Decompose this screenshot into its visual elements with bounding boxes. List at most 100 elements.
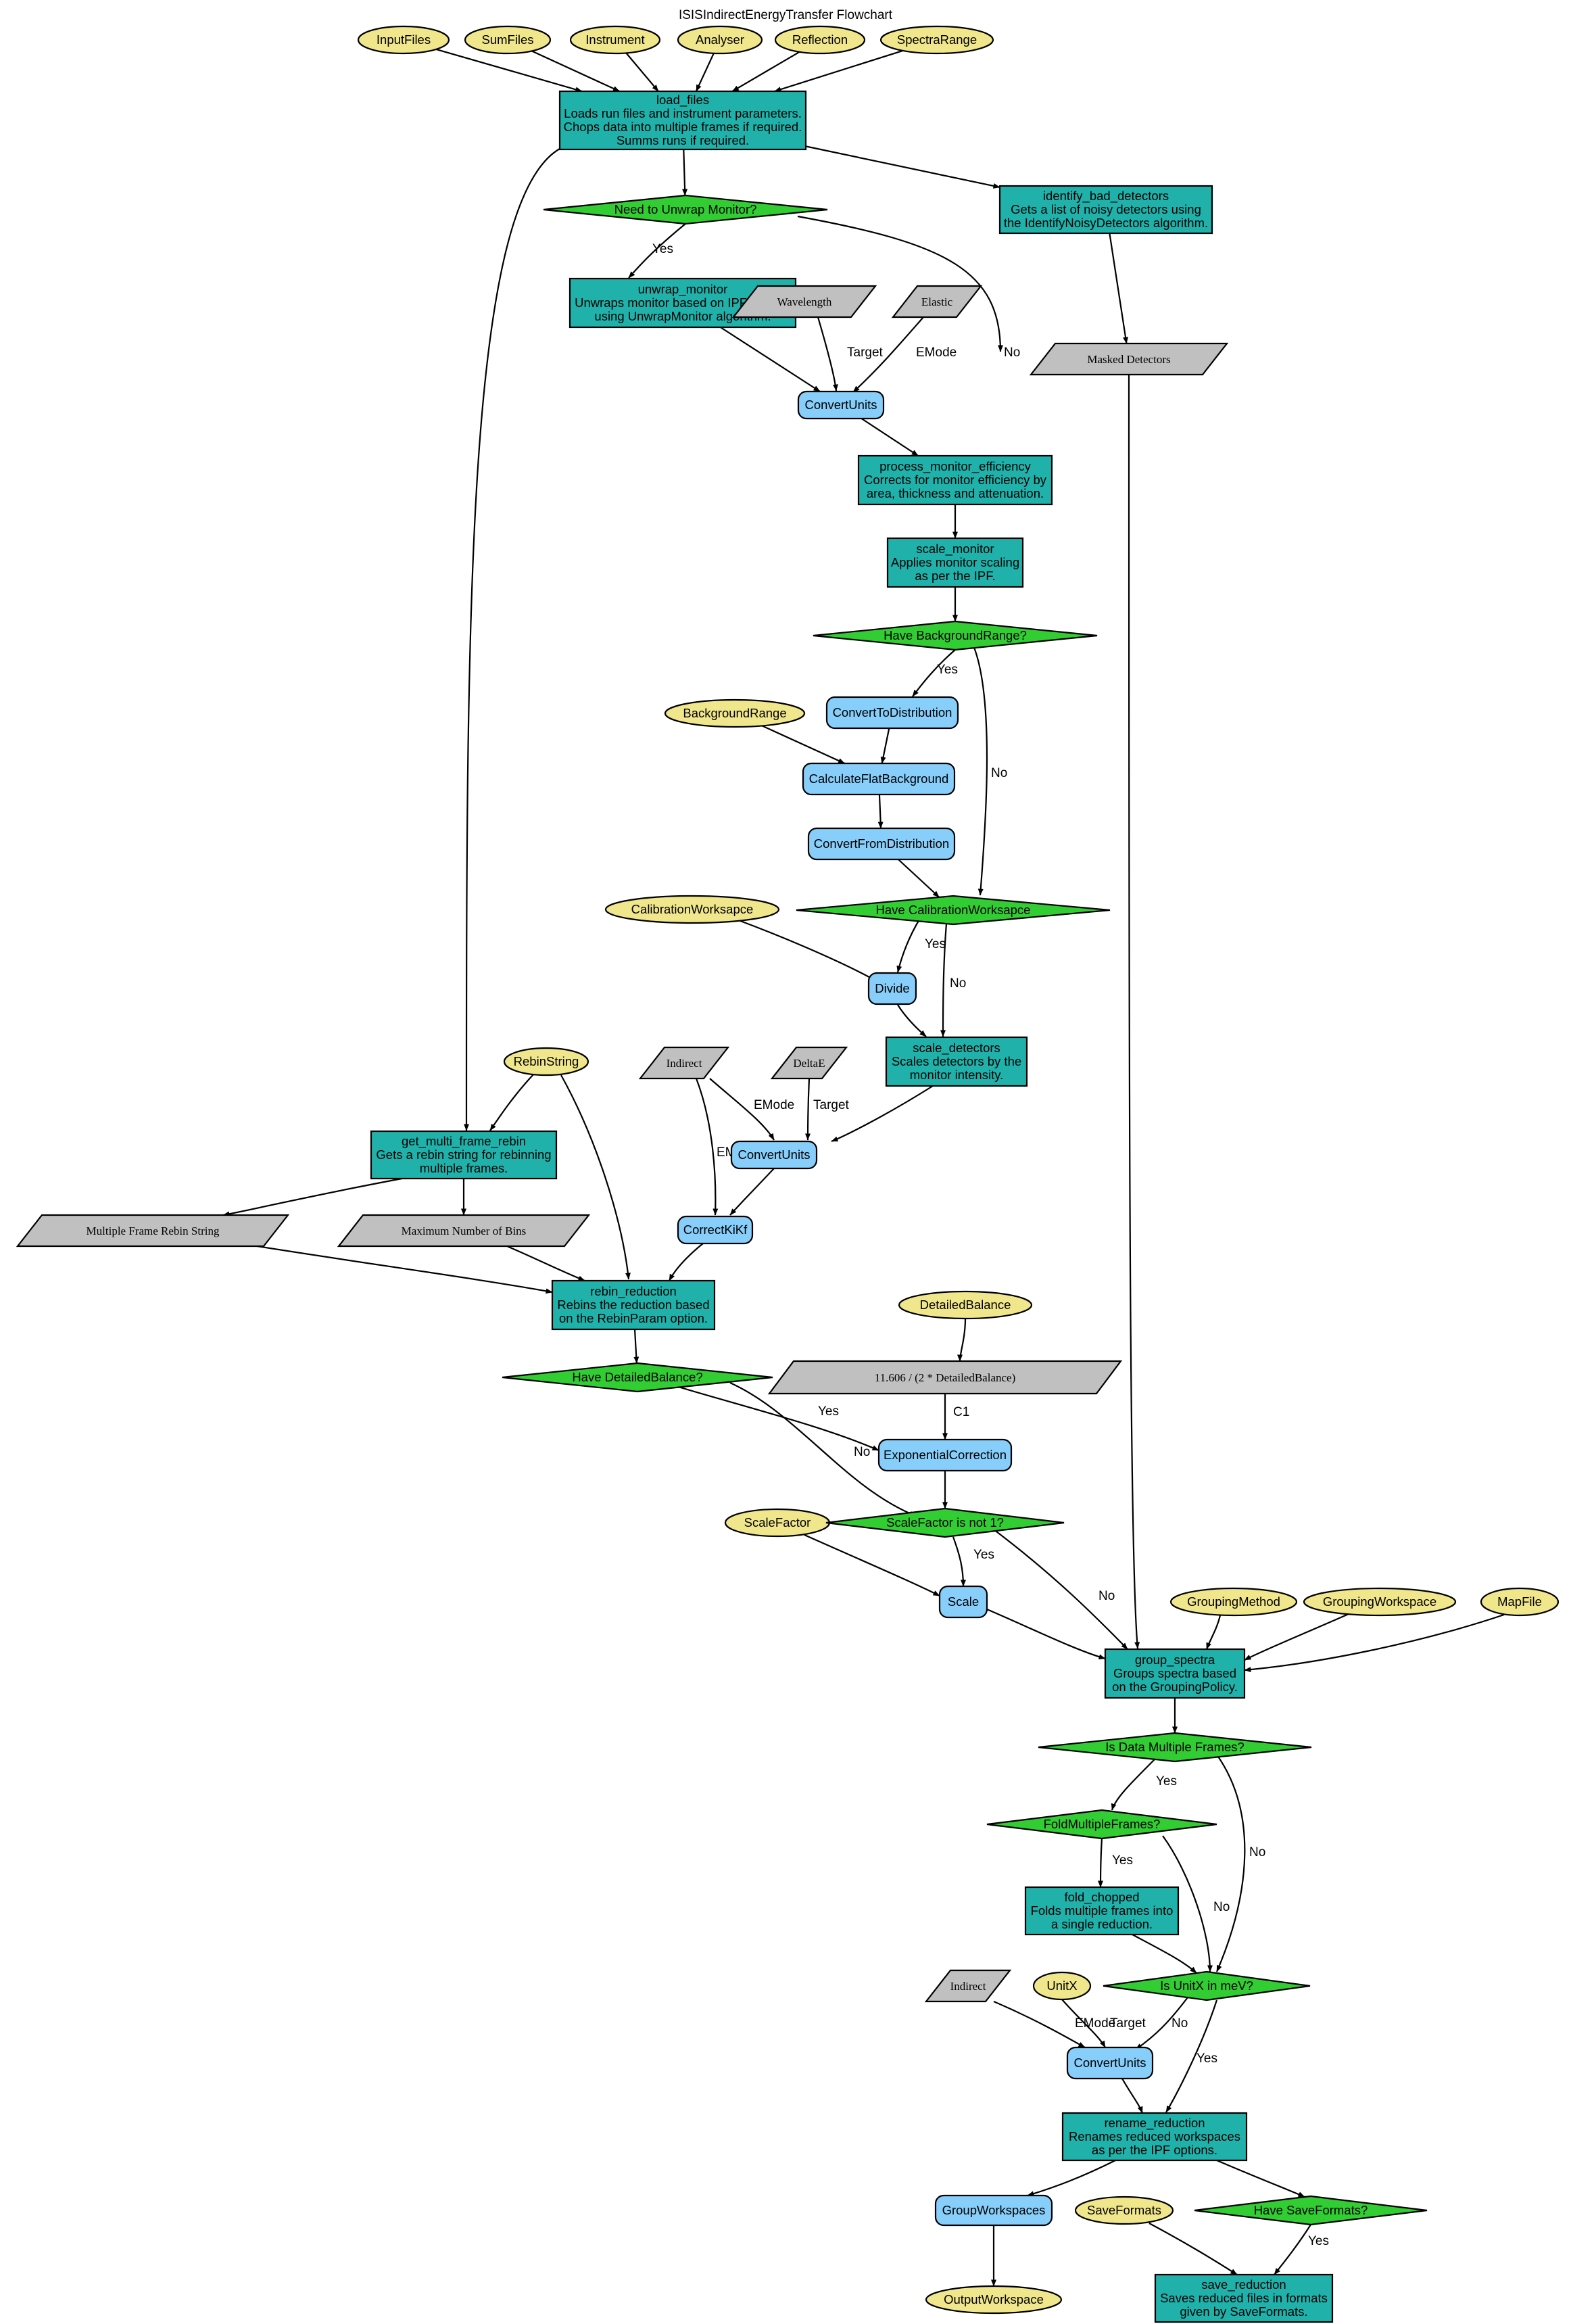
node-shape [802,762,956,796]
nodes-layer: InputFiles SumFiles Instrument Analyser Refl… [16,25,1560,2323]
node-shape [1103,1970,1311,2001]
node-description-line: Unwraps monitor based on IPF options [575,295,791,310]
edge-identify_bad_detectors-to-masked_detectors [1109,233,1128,344]
edge-load_files-to-identify_bad_detectors [805,145,1000,189]
node-saveformats: SaveFormats [1074,2196,1174,2225]
edge-is_multiple_frames-to-fold_multiple_frames [1111,1757,1157,1811]
edge-label: Target [847,346,884,360]
node-label: Have SaveFormats? [1254,2203,1368,2217]
node-shape [1154,2273,1334,2323]
node-label: 11.606 / (2 * DetailedBalance) [875,1371,1016,1384]
node-description-line: Groups spectra based [1113,1666,1236,1680]
node-label: Is UnitX in meV? [1160,1978,1253,1993]
node-shape [867,972,917,1005]
edge-have_background-to-have_calibration [972,645,988,896]
node-description-line: Renames reduced workspaces [1069,2129,1240,2143]
node-shape [731,285,877,318]
node-label: ConvertUnits [805,398,877,412]
edge-deltae-to-convertunits_2 [805,1078,811,1141]
edge-detailedbalance-to-c1_value [957,1318,967,1362]
node-label: InputFiles [377,32,431,47]
node-calibrationworkspace: CalibrationWorksapce [604,895,780,924]
node-shape [1061,2112,1248,2162]
node-label: CorrectKiKf [683,1223,748,1237]
node-label: ConvertFromDistribution [814,836,949,851]
node-fold-multiple-frames: FoldMultipleFrames? [986,1809,1217,1840]
node-description-line: area, thickness and attenuation. [867,486,1044,500]
node-convert-to-distribution: ConvertToDistribution [825,696,959,730]
edge-scalefactor_not_1-to-group_spectra [993,1529,1128,1650]
node-label: ConvertUnits [1074,2056,1146,2070]
node-title: process_monitor_efficiency [879,459,1032,474]
edge-have_calibration-to-scale_detectors [940,923,948,1037]
node-description-line: Folds multiple frames into [1031,1903,1174,1918]
edge-label: No [1213,1900,1230,1914]
node-need-unwrap: Need to Unwrap Monitor? [543,194,828,225]
node-scale: Scale [938,1585,988,1619]
node-scalefactor: ScaleFactor [724,1508,831,1538]
node-label: Indirect [950,1980,986,1993]
node-convertunits-2: ConvertUnits [730,1140,818,1170]
edge-indirect_1-to-correct_kiKf [695,1078,719,1216]
node-shape [774,25,866,55]
node-multiple-frame-rebin-string: Multiple Frame Rebin String [16,1214,290,1248]
node-description-line: on the GroupingPolicy. [1112,1680,1238,1694]
node-correct-kiKf: CorrectKiKf [677,1215,754,1245]
edge-label: Yes [1197,2052,1217,2066]
node-label: Need to Unwrap Monitor? [614,202,757,216]
edge-convertunits_1-to-process_monitor_efficiency [861,418,919,456]
node-outputworkspace: OutputWorkspace [925,2285,1063,2315]
node-shape [551,1279,716,1331]
node-reflection: Reflection [774,25,866,55]
node-label: Instrument [585,32,644,47]
edge-inputfiles-to-load_files [435,48,583,93]
node-mapfile: MapFile [1480,1587,1560,1617]
node-label: Scale [948,1594,979,1609]
node-shape [730,1140,818,1170]
edge-label: EMode [754,1098,794,1112]
edge-have_detailed_balance-to-scalefactor_not_1 [729,1381,917,1517]
node-maximum-number-of-bins: Maximum Number of Bins [337,1214,591,1248]
node-shape [502,1362,773,1393]
node-title: fold_chopped [1064,1890,1139,1905]
node-label: ConvertUnits [738,1147,811,1162]
node-divide: Divide [867,972,917,1005]
edge-is_unitx_mev-to-rename_reduction [1165,1999,1218,2113]
node-spectrarange: SpectraRange [879,25,994,55]
node-shape [813,620,1098,651]
node-shape [638,1046,730,1080]
edge-unwrap_monitor-to-convertunits_1 [720,327,821,392]
edge-label: Target [813,1098,850,1112]
node-label: Analyser [696,32,744,47]
node-label: ConvertToDistribution [833,705,952,719]
node-shape [986,1809,1217,1840]
node-label: Masked Detectors [1087,353,1170,366]
node-label: DeltaE [793,1057,825,1070]
node-exponential-correction: ExponentialCorrection [877,1438,1013,1472]
node-description-line: on the RebinParam option. [559,1311,708,1325]
node-description-line: Gets a rebin string for rebinning [376,1147,551,1162]
node-description-line: Loads run files and instrument parameter… [564,106,802,120]
node-shape [1024,1886,1180,1936]
edge-analyser-to-load_files [695,53,715,92]
edge-label: No [950,976,966,991]
node-shape [677,25,763,55]
node-label: ScaleFactor [744,1515,811,1529]
edge-label: No [991,766,1007,780]
flowchart-title: ISISIndirectEnergyTransfer Flowchart [679,8,893,22]
node-label: SaveFormats [1087,2203,1161,2217]
edge-scalefactor-to-scale [804,1534,940,1596]
node-label: Divide [875,981,909,995]
node-description-line: monitor intensity. [910,1068,1003,1082]
node-shape [337,1214,591,1248]
node-description-line: Scales detectors by the [892,1054,1021,1068]
edge-label: EMode [916,346,957,360]
edge-indirect_2-to-convertunits_3 [993,2000,1086,2048]
node-label: SumFiles [481,32,533,47]
node-groupingworkspace: GroupingWorkspace [1303,1587,1457,1617]
node-shape [558,90,807,151]
